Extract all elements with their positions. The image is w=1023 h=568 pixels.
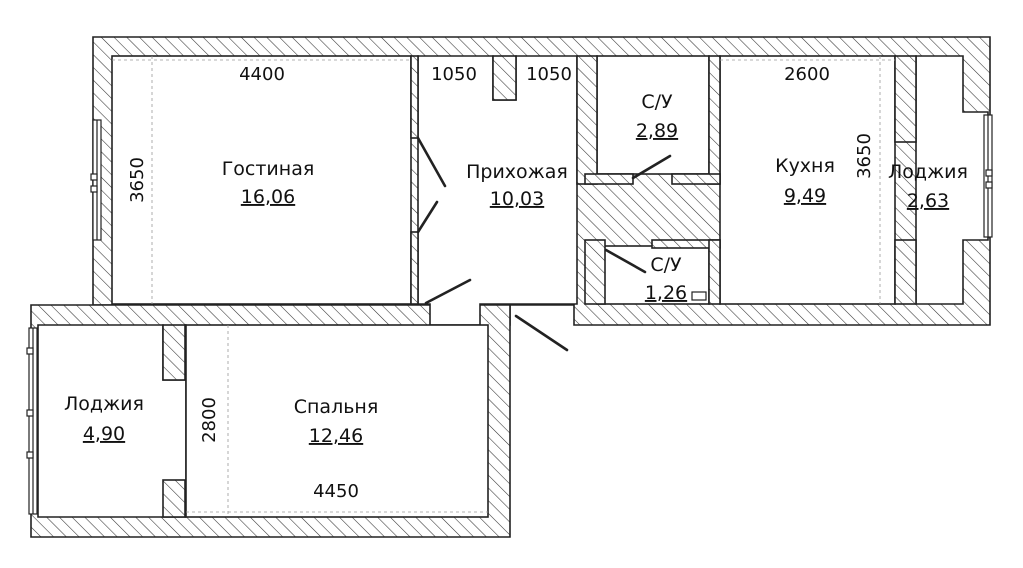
room-bath1 bbox=[596, 55, 710, 175]
label-bath2-name: С/У bbox=[650, 254, 682, 276]
label-bath2-area: 1,26 bbox=[645, 282, 687, 304]
door-bath2 bbox=[604, 248, 647, 274]
partition-loggia-left-top bbox=[162, 324, 186, 381]
door-bedroom bbox=[514, 314, 569, 352]
window-loggia-right bbox=[983, 114, 993, 238]
partition-living-hall-top bbox=[410, 55, 419, 139]
door-bath1 bbox=[631, 154, 672, 180]
dim-hall-left: 1050 bbox=[431, 64, 477, 85]
label-hall-name: Прихожая bbox=[466, 161, 568, 183]
room-bedroom bbox=[185, 324, 489, 518]
room-loggia-right bbox=[915, 55, 989, 305]
label-loggia-left-area: 4,90 bbox=[83, 423, 125, 445]
partitions bbox=[162, 55, 917, 518]
label-kitchen-area: 9,49 bbox=[784, 185, 826, 207]
room-living bbox=[111, 55, 412, 305]
partition-bath1-right bbox=[708, 55, 721, 185]
partition-bath2-right bbox=[708, 239, 721, 305]
label-loggia-right-area: 2,63 bbox=[907, 190, 949, 212]
partition-bath1-bottom-right bbox=[671, 173, 721, 185]
doors bbox=[416, 136, 707, 352]
partition-kitchen-loggia-bottom bbox=[894, 239, 917, 305]
windows bbox=[26, 114, 993, 515]
label-loggia-right-name: Лоджия bbox=[888, 161, 968, 183]
partition-hall-top bbox=[492, 55, 517, 101]
room-kitchen bbox=[719, 55, 896, 305]
window-loggia-left bbox=[26, 327, 38, 515]
window-living bbox=[90, 119, 102, 241]
room-labels: Гостиная 16,06 Прихожая 10,03 С/У 2,89 К… bbox=[64, 91, 968, 447]
bath2-fixture bbox=[691, 291, 707, 301]
door-living-upper bbox=[416, 136, 447, 188]
partition-kitchen-loggia-top bbox=[894, 55, 917, 143]
dim-bedroom-depth: 2800 bbox=[199, 397, 220, 443]
partition-bath1-bottom-left bbox=[584, 173, 634, 185]
dim-bedroom-width: 4450 bbox=[313, 481, 359, 502]
rooms bbox=[37, 55, 989, 518]
partition-loggia-left-bottom bbox=[162, 479, 186, 518]
label-living-area: 16,06 bbox=[241, 186, 295, 208]
partition-bath1-left bbox=[576, 55, 598, 185]
partition-living-hall-bottom bbox=[410, 231, 419, 305]
label-bedroom-area: 12,46 bbox=[309, 425, 363, 447]
dimension-texts: 4400 3650 1050 1050 2600 3650 2800 4450 bbox=[127, 64, 875, 502]
label-bedroom-name: Спальня bbox=[294, 396, 379, 418]
label-living-name: Гостиная bbox=[222, 158, 315, 180]
door-living-lower bbox=[416, 200, 439, 234]
dim-kitchen-width: 2600 bbox=[784, 64, 830, 85]
door-hall-bottom bbox=[424, 278, 472, 305]
dim-living-width: 4400 bbox=[239, 64, 285, 85]
partition-bath2-left bbox=[584, 239, 606, 305]
dim-hall-right: 1050 bbox=[526, 64, 572, 85]
label-bath1-name: С/У bbox=[641, 91, 673, 113]
label-loggia-left-name: Лоджия bbox=[64, 393, 144, 415]
label-kitchen-name: Кухня bbox=[775, 155, 835, 177]
dim-living-depth: 3650 bbox=[127, 157, 148, 203]
label-bath1-area: 2,89 bbox=[636, 120, 678, 142]
dim-kitchen-depth: 3650 bbox=[854, 133, 875, 179]
dimension-lines bbox=[112, 56, 895, 517]
label-hall-area: 10,03 bbox=[490, 188, 544, 210]
